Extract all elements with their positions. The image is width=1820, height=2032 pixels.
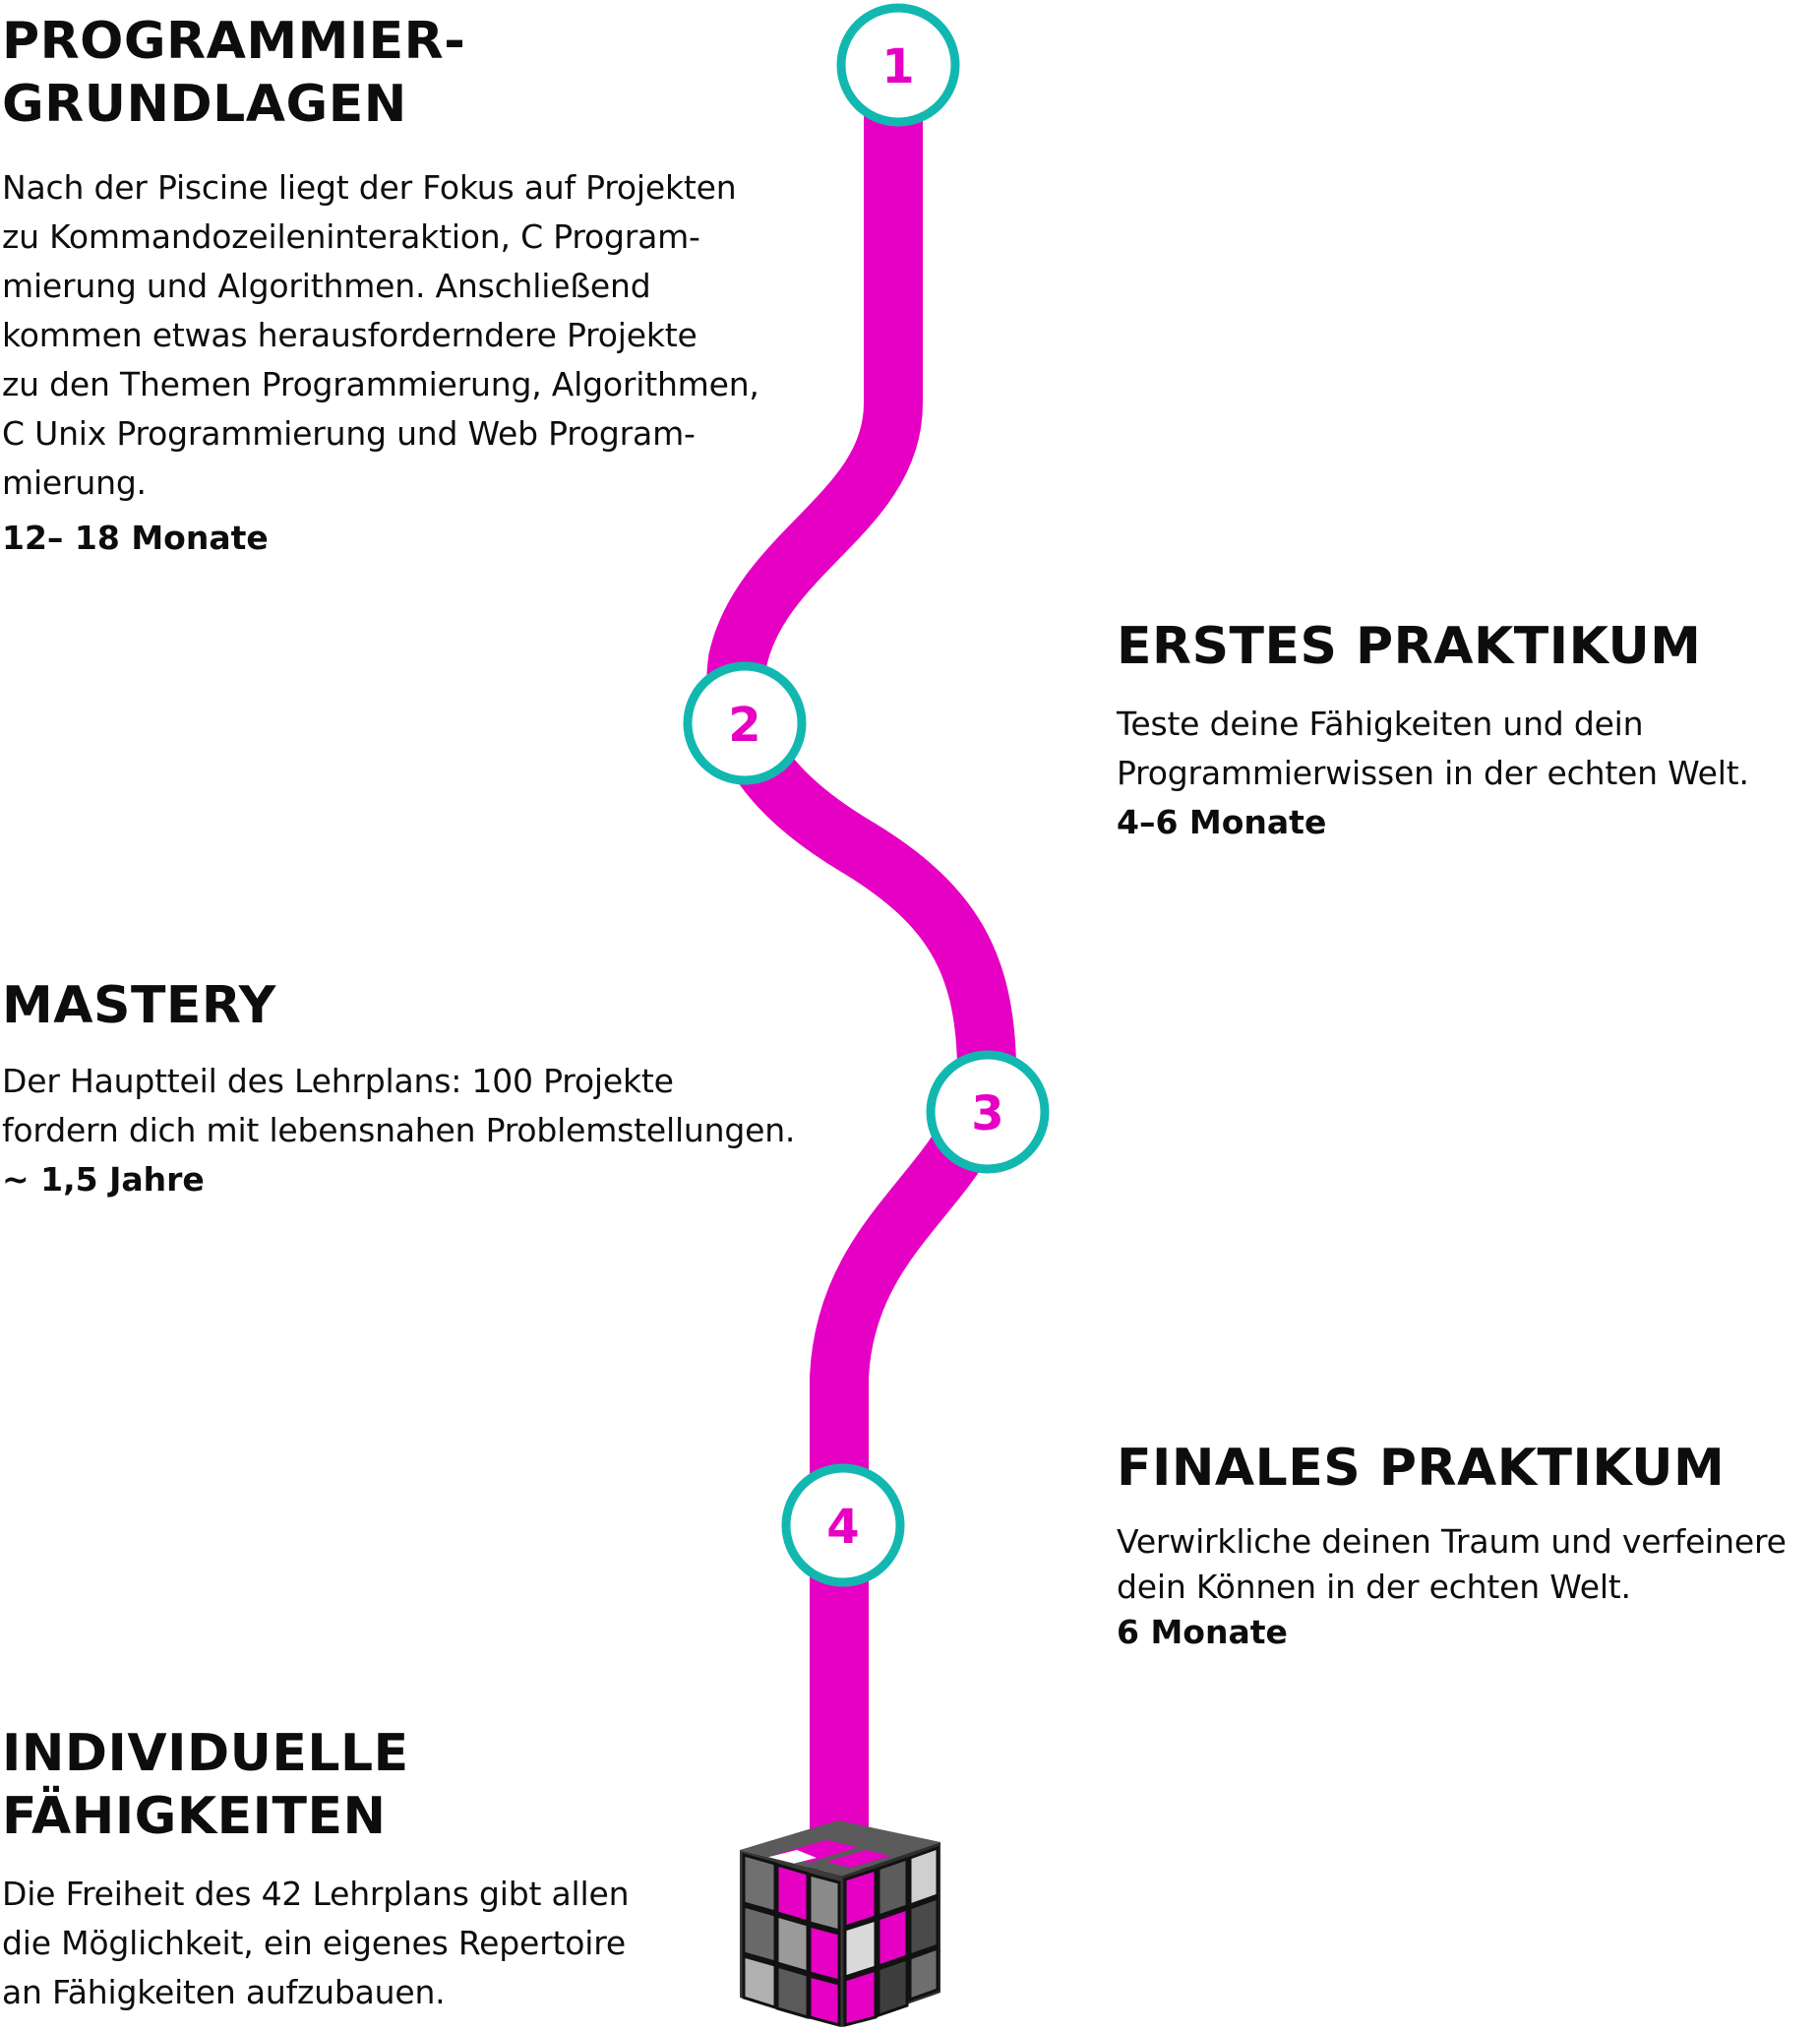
step-description-line: Der Hauptteil des Lehrplans: 100 Projekt… xyxy=(2,1062,674,1100)
step-node-4: 4 xyxy=(781,1463,905,1587)
step-description-line: Die Freiheit des 42 Lehrplans gibt allen xyxy=(2,1875,630,1913)
step-description-line: Programmierwissen in der echten Welt. xyxy=(1117,754,1749,792)
step-description-line: C Unix Programmierung und Web Program- xyxy=(2,414,696,453)
step-title-line: INDIVIDUELLE xyxy=(2,1724,409,1783)
rubiks-cube-icon xyxy=(740,1820,940,2027)
step-description-line: an Fähigkeiten aufzubauen. xyxy=(2,1973,446,2011)
step-title: INDIVIDUELLE FÄHIGKEITEN xyxy=(2,1722,710,1848)
step-description: Die Freiheit des 42 Lehrplans gibt allen… xyxy=(2,1870,710,2017)
step-description-line: Nach der Piscine liegt der Fokus auf Pro… xyxy=(2,168,737,207)
step-description: Teste deine Fähigkeiten und dein Program… xyxy=(1117,700,1805,798)
step-description-line: dein Können in der echten Welt. xyxy=(1117,1568,1631,1606)
step-block-erstes-praktikum: ERSTES PRAKTIKUM Teste deine Fähigkeiten… xyxy=(1117,615,1805,847)
step-block-mastery: MASTERY Der Hauptteil des Lehrplans: 100… xyxy=(2,974,796,1204)
step-block-programmier-grundlagen: PROGRAMMIER- GRUNDLAGEN Nach der Piscine… xyxy=(2,10,759,563)
step-duration: 12– 18 Monate xyxy=(2,519,269,557)
step-description: Nach der Piscine liegt der Fokus auf Pro… xyxy=(2,163,759,508)
roadmap-line xyxy=(706,69,1017,1870)
step-title: PROGRAMMIER- GRUNDLAGEN xyxy=(2,10,750,136)
step-description-line: die Möglichkeit, ein eigenes Repertoire xyxy=(2,1924,626,1962)
step-title-line: ERSTES PRAKTIKUM xyxy=(1117,617,1702,676)
step-description-line: zu den Themen Programmierung, Algorithme… xyxy=(2,365,759,403)
step-block-finales-praktikum: FINALES PRAKTIKUM Verwirkliche deinen Tr… xyxy=(1117,1437,1805,1655)
step-title-line: FINALES PRAKTIKUM xyxy=(1117,1439,1726,1498)
step-title: MASTERY xyxy=(2,974,789,1037)
step-description-line: mierung. xyxy=(2,463,147,502)
step-title-line: PROGRAMMIER- xyxy=(2,12,466,71)
step-duration: ~ 1,5 Jahre xyxy=(2,1160,205,1199)
step-description: Verwirkliche deinen Traum und verfeinere… xyxy=(1117,1519,1805,1610)
step-duration: 6 Monate xyxy=(1117,1613,1288,1651)
step-node-3: 3 xyxy=(926,1050,1050,1174)
step-node-3-number: 3 xyxy=(971,1086,1003,1141)
step-node-4-number: 4 xyxy=(826,1500,859,1555)
step-description-line: fordern dich mit lebensnahen Problemstel… xyxy=(2,1111,796,1149)
step-description-line: Verwirkliche deinen Traum und verfeinere xyxy=(1117,1522,1787,1561)
step-node-1-number: 1 xyxy=(881,39,914,94)
step-description: Der Hauptteil des Lehrplans: 100 Projekt… xyxy=(2,1057,796,1155)
step-description-line: zu Kommandozeileninteraktion, C Program- xyxy=(2,217,700,256)
step-node-2: 2 xyxy=(683,661,807,785)
step-node-1: 1 xyxy=(836,3,960,127)
step-description-line: mierung und Algorithmen. Anschließend xyxy=(2,267,651,305)
step-duration: 4–6 Monate xyxy=(1117,803,1327,841)
step-title-line: FÄHIGKEITEN xyxy=(2,1787,387,1846)
step-description-line: kommen etwas herausforderndere Projekte xyxy=(2,316,698,354)
step-title-line: GRUNDLAGEN xyxy=(2,75,407,134)
step-description-line: Teste deine Fähigkeiten und dein xyxy=(1117,705,1644,743)
step-title: FINALES PRAKTIKUM xyxy=(1117,1437,1805,1500)
step-node-2-number: 2 xyxy=(728,698,760,753)
step-title: ERSTES PRAKTIKUM xyxy=(1117,615,1805,678)
step-block-individuelle-faehigkeiten: INDIVIDUELLE FÄHIGKEITEN Die Freiheit de… xyxy=(2,1722,710,2017)
step-title-line: MASTERY xyxy=(2,976,276,1035)
